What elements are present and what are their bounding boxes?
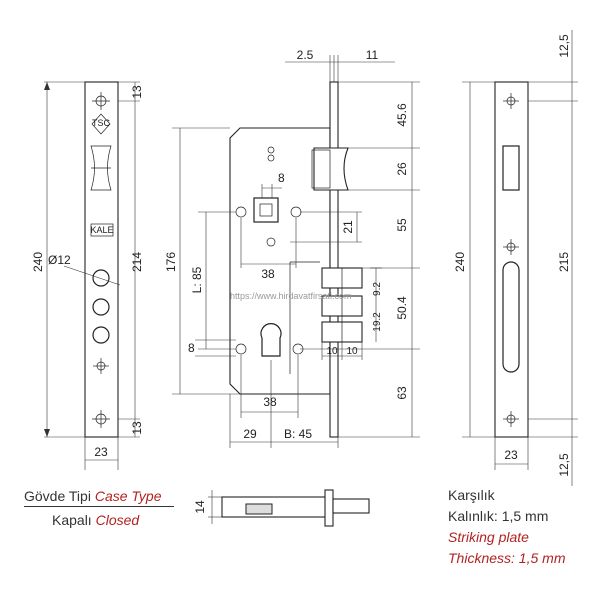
- faceplate-dim-inner: 214: [130, 252, 144, 272]
- tsc-logo-text: TSC: [92, 118, 111, 128]
- body-dim-21: 21: [341, 220, 355, 234]
- faceplate-dim-width: 23: [94, 445, 108, 459]
- faceplate-dim-overall: 240: [31, 252, 45, 272]
- body-dim-29: 29: [243, 427, 257, 441]
- body-dim-26: 26: [395, 162, 409, 176]
- faceplate-dim-bottom: 13: [130, 421, 144, 435]
- tsc-logo-icon: [91, 113, 111, 135]
- strike-bolt-slot: [502, 261, 520, 373]
- case-side-faceplate: [324, 489, 334, 527]
- case-side-view: 14: [193, 489, 370, 527]
- body-dim-10a: 10: [326, 346, 338, 357]
- strike-latch-slot: [502, 145, 520, 191]
- legend-case-type-en: Case Type: [94, 488, 162, 504]
- faceplate-dim-hole: Ø12: [48, 253, 71, 267]
- watermark-text: https://www.hirdavatfirsati.com: [230, 291, 352, 301]
- case-dim-14: 14: [193, 500, 207, 514]
- body-dim-10b: 10: [346, 346, 358, 357]
- body-dim-45: B: 45: [284, 427, 312, 441]
- case-side-body: [221, 496, 331, 518]
- faceplate-edge: [329, 81, 339, 438]
- faceplate-view: TSC KALE 240 13 214 13 Ø12: [31, 81, 144, 470]
- body-dim-85: L: 85: [190, 266, 204, 293]
- body-dim-504: 50.4: [395, 296, 409, 320]
- strike-dim-bottom: 12,5: [557, 453, 571, 477]
- deadbolt-hole-1: [92, 269, 110, 287]
- strike-dim-overall: 240: [453, 252, 467, 272]
- body-dim-192: 19.2: [372, 312, 383, 332]
- latch-side: [313, 147, 349, 191]
- strike-dim-width: 23: [504, 448, 518, 462]
- faceplate-dim-top: 13: [130, 85, 144, 99]
- body-dim-38b: 38: [263, 395, 277, 409]
- strike-plate-view: 240 12,5 215 12,5 23: [453, 30, 578, 486]
- body-dim-55: 55: [395, 218, 409, 232]
- legend-thickness-tr: Kalınlık: 1,5 mm: [448, 508, 549, 524]
- body-dim-63: 63: [395, 386, 409, 400]
- lock-body-view: 2.5 11 45.6 26 55 21 50.4 63 9.2 19.2 10…: [164, 48, 420, 448]
- legend-strike-tr: Karşılık: [448, 487, 495, 503]
- strike-plate-outline: [494, 81, 529, 438]
- body-dim-11: 11: [366, 48, 379, 62]
- deadbolt-hole-2: [92, 298, 110, 316]
- body-dim-456: 45.6: [395, 103, 409, 127]
- legend-case-type-tr: Gövde Tipi: [24, 488, 91, 504]
- faceplate-outline: [84, 81, 119, 438]
- body-dim-92: 9.2: [372, 282, 383, 296]
- legend-strike-en: Striking plate: [448, 529, 529, 545]
- kale-logo-text: KALE: [90, 225, 113, 235]
- body-dim-8: 8: [278, 171, 285, 185]
- body-dim-176: 176: [164, 252, 178, 272]
- case-side-bolt: [332, 498, 370, 514]
- legend-thickness-en: Thickness: 1,5 mm: [448, 550, 566, 566]
- strike-dim-inner: 215: [557, 252, 571, 272]
- legend-closed-en: Closed: [95, 512, 140, 528]
- legend-case-type: Gövde Tipi Case Type: [24, 488, 174, 507]
- body-dim-8b: 8: [188, 341, 195, 355]
- strike-dim-top: 12,5: [557, 34, 571, 58]
- body-dim-25: 2.5: [297, 48, 314, 62]
- kale-logo-icon: [90, 223, 114, 237]
- deadbolt-hole-3: [92, 326, 110, 344]
- latch-bolt: [90, 145, 112, 191]
- body-dim-38a: 38: [261, 267, 275, 281]
- legend-closed: Kapalı Closed: [52, 512, 139, 528]
- legend-closed-tr: Kapalı: [52, 512, 92, 528]
- follower-square: [253, 197, 279, 223]
- cylinder-cutout: [260, 323, 282, 357]
